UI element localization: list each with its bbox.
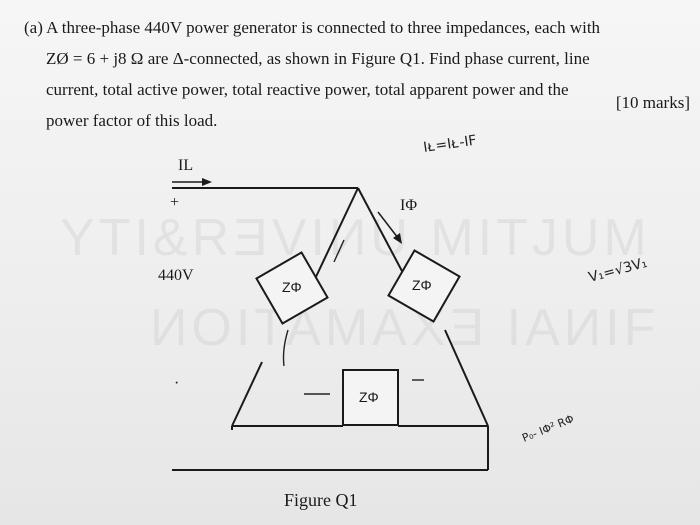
line-current-label: IL [178, 157, 193, 174]
question-text: (a) A three-phase 440V power generator i… [24, 12, 664, 136]
figure-caption: Figure Q1 [284, 490, 358, 510]
watermark-2: ИOITAMAXƎ IAИIF [150, 299, 659, 357]
question-line-3: current, total active power, total react… [46, 80, 569, 99]
minus-dot: · [174, 375, 179, 392]
impedance-label-right: ZΦ [412, 277, 432, 293]
delta-right-edge-lower [444, 329, 489, 427]
handwritten-note-top: Iᴌ=Iᴌ-IF [422, 133, 477, 156]
handwritten-stroke-1 [333, 239, 345, 263]
phase-current-arrow [377, 211, 399, 239]
impedance-box-bottom [342, 369, 399, 426]
plus-sign: + [170, 194, 179, 211]
phase-current-arrowhead [393, 233, 402, 244]
impedance-box-right [387, 249, 461, 323]
marks-label: [10 marks] [615, 93, 690, 112]
question-line-1: (a) A three-phase 440V power generator i… [24, 18, 601, 37]
line-current-arrowhead [202, 178, 212, 186]
voltage-label: 440V [158, 267, 194, 284]
question-line-4: power factor of this load. [46, 111, 218, 130]
handwritten-note-bottom: P₀- IΦ² RΦ [520, 412, 576, 445]
question-line-2: ZØ = 6 + j8 Ω are Δ-connected, as shown … [46, 49, 590, 68]
watermark: YTI&RƎVIИU MITJUM [60, 209, 651, 267]
phase-current-label: IΦ [400, 197, 417, 214]
impedance-box-left [255, 251, 329, 325]
delta-left-edge-lower [231, 361, 263, 427]
handwritten-stroke-2 [282, 329, 289, 367]
impedance-label-left: ZΦ [282, 279, 302, 295]
impedance-label-bottom: ZΦ [359, 389, 379, 405]
